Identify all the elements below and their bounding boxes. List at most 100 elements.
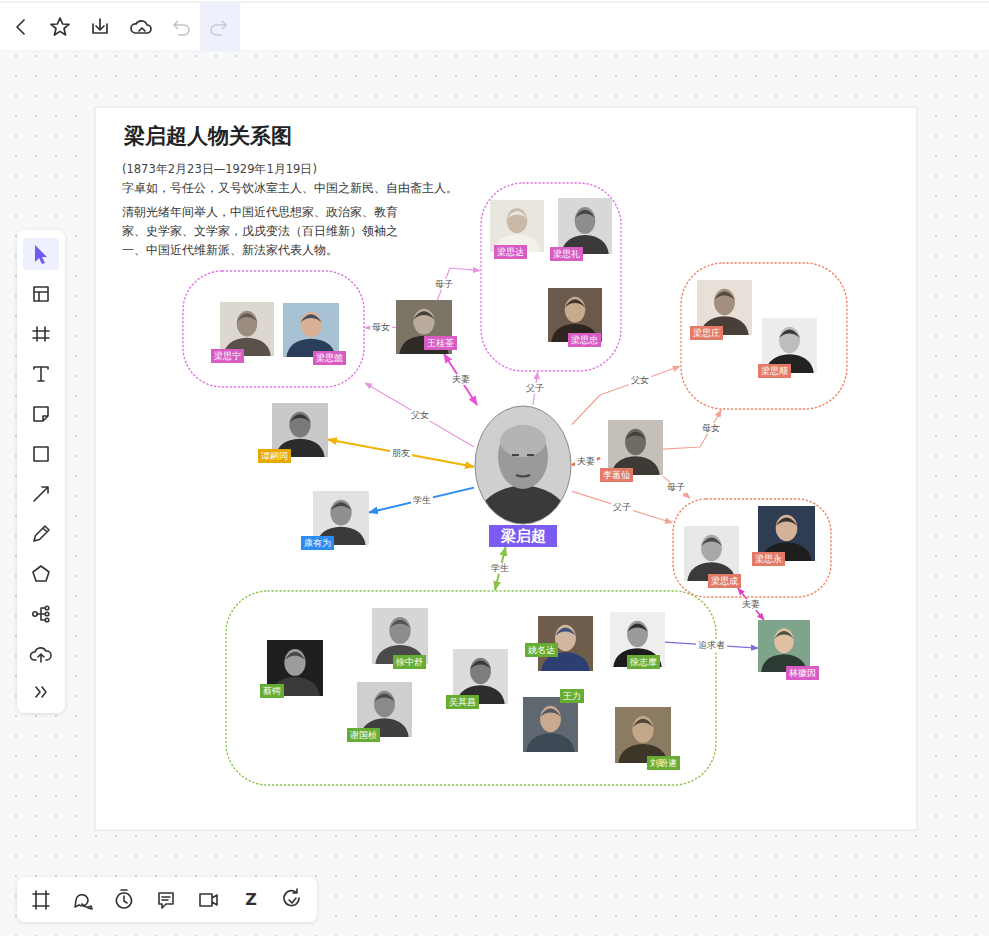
name-tag: 徐中舒 (393, 655, 426, 669)
person-node: 刘盼遂 (615, 707, 671, 763)
relation-label: 父子 (611, 502, 633, 513)
relation-label: 学生 (411, 495, 433, 506)
redo-highlight (200, 3, 240, 51)
central-person: 梁启超 (474, 405, 572, 547)
chat-icon (75, 895, 92, 909)
canvas-frame (95, 107, 917, 830)
description-text: (1873年2月23日—1929年1月19日) (122, 162, 422, 177)
person-node: 梁思礼 (558, 198, 612, 254)
name-tag: 王力 (560, 689, 584, 703)
person-node: 梁思忠 (548, 288, 602, 342)
name-tag: 谭嗣同 (258, 449, 291, 463)
mindmap-icon (37, 608, 45, 620)
person-node: 梁思顺 (762, 318, 817, 373)
name-tag: 梁思达 (494, 245, 527, 259)
back-icon (17, 20, 24, 34)
relation-label: 父女 (409, 410, 431, 421)
text-tool-icon (34, 367, 48, 381)
relation-label: 追求者 (696, 640, 727, 651)
relation-connector (365, 383, 474, 447)
relation-connector (738, 588, 764, 620)
portrait-photo (758, 620, 810, 672)
portrait-holder (283, 303, 339, 357)
person-node: 姚名达 (538, 616, 593, 671)
relation-connector (328, 440, 474, 467)
name-tag: 梁思忠 (568, 333, 601, 347)
central-name-tag: 梁启超 (489, 525, 557, 547)
name-tag: 吴其昌 (446, 695, 479, 709)
redo-icon (211, 21, 226, 35)
name-tag: 蔡锷 (260, 684, 284, 698)
person-node: 王力 (523, 697, 578, 752)
relation-connector (369, 488, 474, 513)
name-tag: 梁思懿 (313, 351, 346, 365)
name-tag: 梁思宁 (211, 349, 244, 363)
person-node: 谢国桢 (357, 682, 412, 737)
comment-icon (159, 893, 173, 908)
relation-connector (444, 354, 477, 405)
portrait-photo (615, 707, 671, 763)
portrait-holder (558, 198, 612, 254)
person-node: 梁思成 (684, 526, 739, 581)
portrait-photo (523, 697, 578, 752)
group-region: 蔡锷徐中舒谢国桢吴其昌姚名达王力徐志摩刘盼遂 (225, 590, 717, 786)
portrait-holder (684, 526, 739, 581)
person-node: 李蕙仙 (608, 420, 663, 475)
name-tag: 林徽因 (786, 666, 819, 680)
name-tag: 梁思顺 (758, 364, 791, 378)
relation-label: 母子 (433, 279, 455, 290)
description-text: 字卓如，号任公，又号饮冰室主人、中国之新民、自由斋主人。 (122, 180, 492, 197)
frame-tool-icon (33, 891, 49, 909)
relation-label: 朋友 (390, 448, 412, 459)
group-region: 梁思庄梁思顺 (680, 262, 848, 410)
sticky-icon (34, 407, 48, 421)
name-tag: 梁思礼 (550, 247, 583, 261)
toolbar-letter: Z (243, 890, 259, 910)
name-tag: 李蕙仙 (600, 468, 633, 482)
person-node: 谭嗣同 (272, 403, 328, 457)
name-tag: 徐志摩 (627, 655, 660, 669)
relation-connector (572, 491, 672, 522)
portrait-holder (758, 620, 810, 672)
person-node: 徐志摩 (610, 612, 665, 667)
timer-icon (116, 890, 131, 908)
portrait-photo (608, 420, 663, 475)
relation-connector (663, 410, 721, 449)
person-node: 梁思懿 (283, 303, 339, 357)
upload-icon (30, 648, 51, 662)
name-tag: 康有为 (301, 536, 334, 550)
refresh-icon (284, 889, 299, 906)
portrait-photo (558, 198, 612, 254)
line-icon (34, 487, 48, 501)
name-tag: 刘盼遂 (647, 756, 680, 770)
person-node: 蔡锷 (267, 640, 323, 696)
pointer-icon (35, 245, 47, 264)
portrait-photo (684, 526, 739, 581)
portrait-holder (615, 707, 671, 763)
group-region: 梁思宁 梁思懿 (182, 270, 365, 388)
relation-connector (572, 366, 680, 424)
frame-icon (33, 327, 49, 341)
more-icon (36, 687, 46, 697)
tool-highlight (23, 238, 59, 270)
star-icon (51, 18, 69, 35)
bottom-toolbar (17, 877, 317, 922)
cloud-icon (131, 21, 151, 33)
layout-icon (34, 287, 48, 301)
top-bar (0, 0, 989, 51)
portrait-photo (283, 303, 339, 357)
relation-label: 夫妻 (740, 599, 762, 610)
diagram-title: 梁启超人物关系图 (124, 122, 292, 150)
relation-label: 母女 (370, 322, 392, 333)
person-node: 康有为 (313, 491, 369, 545)
name-tag: 梁思庄 (690, 326, 723, 340)
name-tag: 谢国桢 (347, 728, 380, 742)
central-portrait (474, 405, 572, 525)
pentagon-icon (33, 566, 49, 581)
person-node: 梁思永 (758, 506, 815, 561)
video-icon (200, 894, 217, 906)
person-node: 吴其昌 (453, 649, 508, 704)
group-region: 梁思达 梁思礼梁思忠 (480, 182, 622, 372)
rect-icon (34, 447, 48, 461)
